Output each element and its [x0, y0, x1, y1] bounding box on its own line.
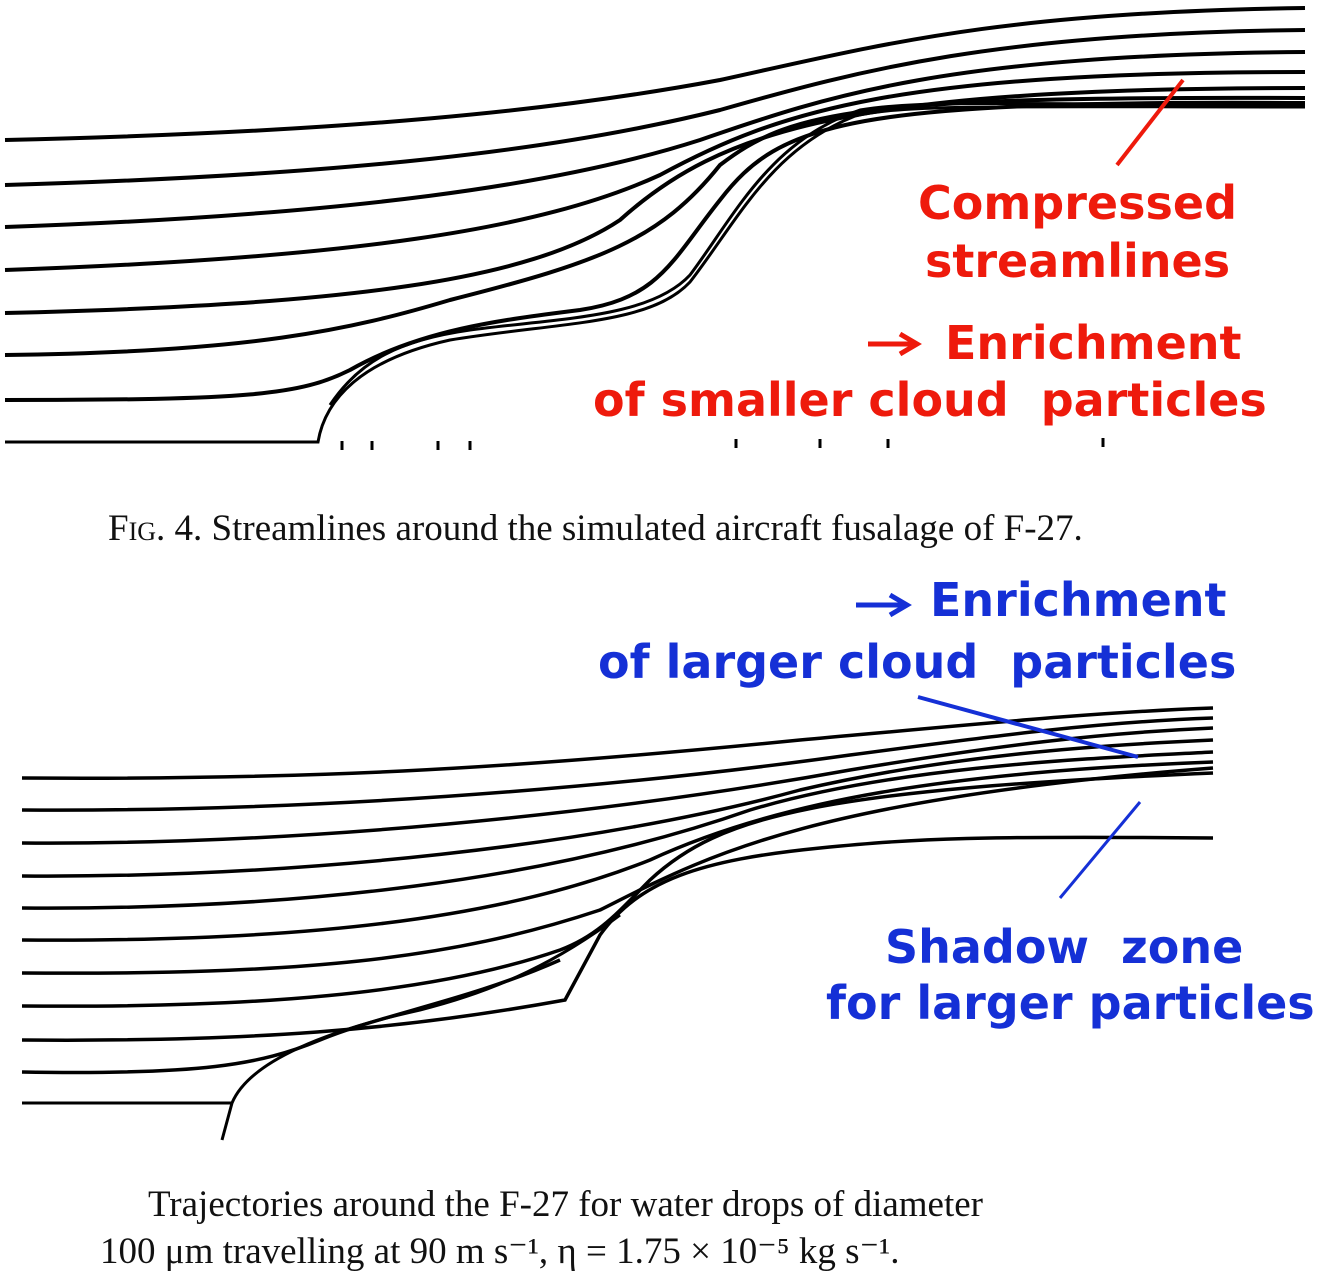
trajectory	[21, 750, 1214, 910]
annotation-larger-particles: of larger cloud particles	[598, 635, 1237, 689]
streamline	[4, 70, 1306, 272]
annotation-shadow-larger: for larger particles	[826, 976, 1315, 1030]
figure-4-caption: Fig. 4. Streamlines around the simulated…	[108, 510, 1083, 547]
streamline	[4, 100, 1306, 402]
streamline	[4, 86, 1306, 315]
streamline	[4, 6, 1306, 142]
annotation-shadow-zone: Shadow zone	[885, 920, 1244, 974]
trajectory	[21, 738, 1214, 878]
trajectory	[21, 958, 561, 1075]
top-streamlines	[4, 6, 1306, 444]
caption-text: Streamlines around the simulated aircraf…	[211, 508, 1083, 549]
tick-marks	[340, 438, 1105, 450]
caption-label: Fig. 4.	[108, 508, 203, 549]
trajectory	[21, 760, 1214, 942]
trajectory	[21, 726, 1214, 845]
enrichment-pointer-line	[917, 695, 1139, 759]
red-arrow-icon	[868, 331, 922, 357]
trajectory	[21, 716, 1214, 812]
annotation-compressed: Compressed	[918, 176, 1237, 230]
streamline	[4, 95, 1306, 357]
trajectory-caption-line1: Trajectories around the F-27 for water d…	[148, 1184, 983, 1225]
annotation-enrichment-large: Enrichment	[930, 573, 1227, 627]
trajectory-caption-line2: 100 μm travelling at 90 m s⁻¹, η = 1.75 …	[100, 1231, 900, 1272]
annotation-enrichment-small: Enrichment	[945, 316, 1242, 370]
blue-arrow-icon	[856, 592, 912, 618]
bottom-trajectories	[21, 706, 1214, 1141]
trajectory	[21, 766, 1214, 975]
shadow-pointer-line	[1058, 801, 1142, 899]
streamline	[4, 28, 1306, 187]
trajectory	[22, 913, 621, 1141]
annotation-smaller-particles: of smaller cloud particles	[593, 373, 1267, 427]
annotation-streamlines: streamlines	[925, 234, 1231, 288]
streamline	[4, 50, 1306, 229]
compressed-pointer-line	[1115, 78, 1185, 167]
trajectory	[21, 835, 1214, 1042]
trajectory	[21, 706, 1214, 780]
streamline	[328, 101, 1306, 406]
streamline	[5, 105, 1306, 444]
